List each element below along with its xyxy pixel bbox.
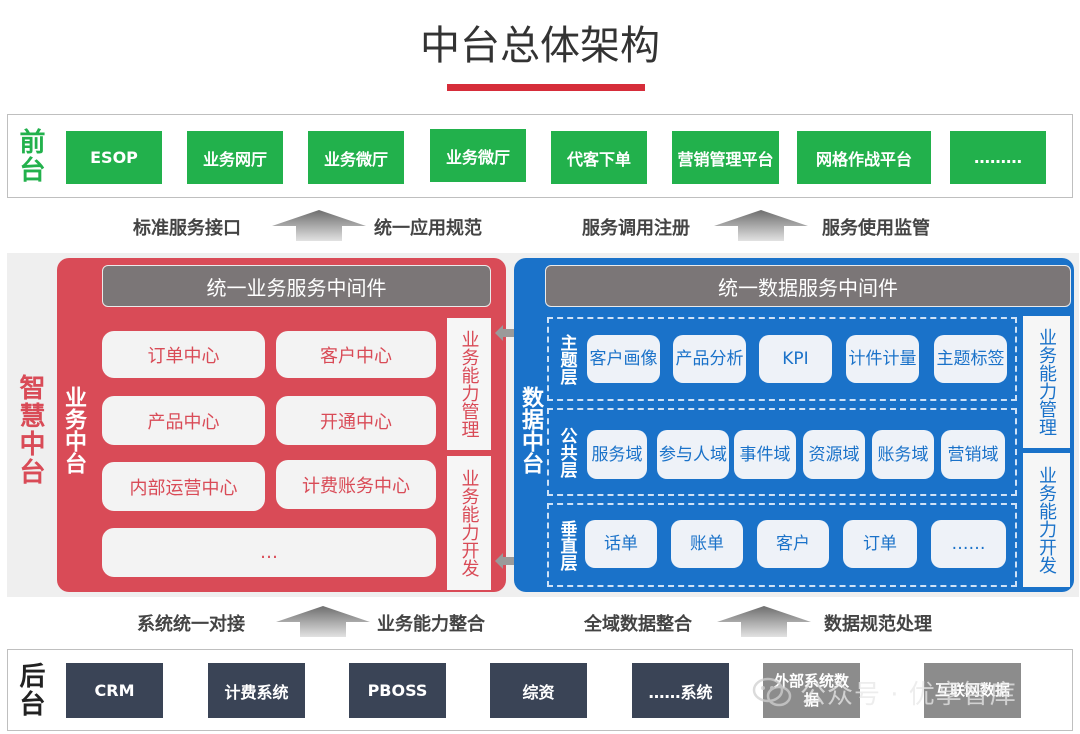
card-provision-center[interactable]: 开通中心: [276, 396, 436, 445]
layer-topic: [547, 317, 1017, 401]
layer-common-label: 公共层: [556, 426, 577, 478]
card-order-center[interactable]: 订单中心: [102, 331, 265, 378]
layer-vertical: [547, 503, 1017, 587]
chip-topic-tags[interactable]: 主题标签: [934, 335, 1007, 383]
chip-marketing-domain[interactable]: 营销域: [941, 430, 1005, 479]
connector-unified-spec: 统一应用规范: [374, 218, 482, 239]
front-item-esop[interactable]: ESOP: [66, 131, 162, 184]
connector-capability-integration: 业务能力整合: [377, 614, 485, 635]
front-item-micro-hall-2[interactable]: 业务微厅: [430, 129, 526, 182]
card-product-center[interactable]: 产品中心: [102, 396, 265, 445]
back-item-other-systems[interactable]: ……系统: [632, 663, 729, 718]
chip-customer[interactable]: 客户: [757, 520, 829, 568]
front-item-marketing-platform[interactable]: 营销管理平台: [672, 131, 779, 184]
title-underline: [447, 84, 645, 91]
card-customer-center[interactable]: 客户中心: [276, 331, 436, 378]
data-platform-label: 数据中台: [518, 386, 543, 474]
connector-service-registry: 服务调用注册: [582, 218, 690, 239]
business-middleware-header: 统一业务服务中间件: [102, 265, 491, 307]
card-internal-ops-center[interactable]: 内部运营中心: [102, 462, 265, 511]
data-capability-dev-text: 业务能力开发: [1036, 466, 1057, 574]
front-item-web-hall[interactable]: 业务网厅: [187, 131, 283, 184]
data-capability-mgmt-text: 业务能力管理: [1036, 328, 1057, 436]
back-tier-label: 后台: [15, 662, 45, 718]
chip-call-record[interactable]: 话单: [585, 520, 657, 568]
card-more[interactable]: …: [102, 528, 436, 577]
connector-data-integration: 全域数据整合: [584, 614, 692, 635]
business-capability-mgmt: 业务能力管理: [447, 318, 491, 450]
back-item-resource[interactable]: 综资: [490, 663, 587, 718]
data-middleware-header: 统一数据服务中间件: [545, 265, 1071, 307]
middle-tier-label: 智慧中台: [15, 374, 45, 486]
data-capability-dev: 业务能力开发: [1023, 453, 1070, 587]
back-item-crm[interactable]: CRM: [66, 663, 163, 718]
layer-common: [547, 408, 1017, 496]
business-capability-dev-text: 业务能力开发: [458, 469, 480, 577]
chip-resource-domain[interactable]: 资源域: [803, 430, 865, 479]
chip-kpi[interactable]: KPI: [759, 335, 832, 383]
front-item-grid-platform[interactable]: 网格作战平台: [797, 131, 931, 184]
chip-participant-domain[interactable]: 参与人域: [657, 430, 729, 479]
front-tier-label: 前台: [15, 128, 45, 184]
business-platform-label: 业务中台: [61, 386, 86, 474]
chip-product-analysis[interactable]: 产品分析: [673, 335, 746, 383]
watermark: 公众号 · 优享智库: [752, 670, 1072, 714]
business-capability-mgmt-text: 业务能力管理: [458, 330, 480, 438]
chip-order[interactable]: 订单: [843, 520, 917, 568]
back-item-billing-system[interactable]: 计费系统: [208, 663, 305, 718]
connector-standard-interface: 标准服务接口: [133, 218, 241, 239]
chip-customer-portrait[interactable]: 客户画像: [587, 335, 660, 383]
up-arrow-icon: [272, 210, 366, 241]
front-item-micro-hall[interactable]: 业务微厅: [308, 131, 404, 184]
layer-vertical-label: 垂直层: [556, 519, 577, 571]
wechat-icon: [752, 677, 792, 707]
chip-account-domain[interactable]: 账务域: [872, 430, 934, 479]
up-arrow-icon: [717, 606, 811, 637]
connector-system-integration: 系统统一对接: [137, 614, 245, 635]
watermark-text: 公众号 · 优享智库: [800, 679, 1017, 710]
front-item-more[interactable]: ………: [950, 131, 1046, 184]
chip-service-domain[interactable]: 服务域: [587, 430, 647, 479]
chip-piece-metering[interactable]: 计件计量: [846, 335, 919, 383]
chip-more[interactable]: ……: [931, 520, 1006, 568]
connector-service-monitor: 服务使用监管: [822, 218, 930, 239]
page-title: 中台总体架构: [420, 23, 660, 69]
back-item-pboss[interactable]: PBOSS: [349, 663, 446, 718]
connector-data-standardization: 数据规范处理: [824, 614, 932, 635]
chip-event-domain[interactable]: 事件域: [734, 430, 796, 479]
data-capability-mgmt: 业务能力管理: [1023, 316, 1070, 448]
business-capability-dev: 业务能力开发: [447, 456, 491, 590]
up-arrow-icon: [714, 210, 808, 241]
card-billing-center[interactable]: 计费账务中心: [276, 460, 436, 509]
layer-topic-label: 主题层: [556, 333, 577, 385]
up-arrow-icon: [276, 606, 370, 637]
back-item-external-data[interactable]: 外部系统数据: [763, 663, 860, 718]
chip-bill[interactable]: 账单: [671, 520, 743, 568]
back-item-internet-data[interactable]: 互联网数据: [924, 663, 1021, 718]
front-item-proxy-order[interactable]: 代客下单: [551, 131, 647, 184]
